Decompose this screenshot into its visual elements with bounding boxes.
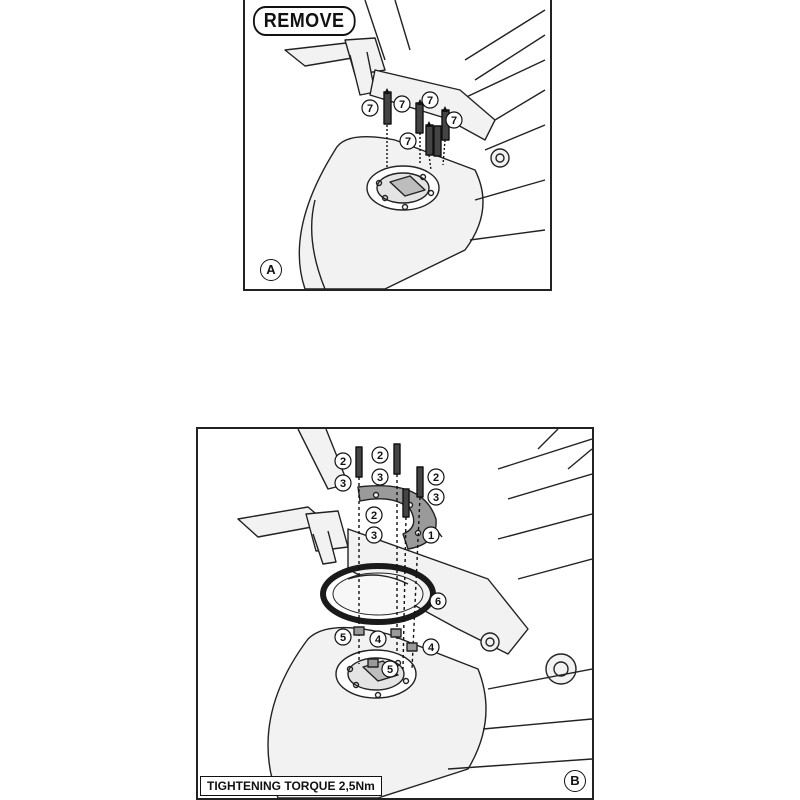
callout-7b: 7 [399, 99, 405, 111]
remove-title: REMOVE [253, 6, 356, 36]
callout-5b: 5 [387, 664, 393, 676]
panel-a-illustration: 7 7 7 7 7 [284, 0, 546, 289]
panel-a-label: A [260, 259, 282, 281]
callout-1: 1 [428, 530, 434, 542]
callout-3c: 3 [433, 492, 439, 504]
callout-7e: 7 [451, 115, 457, 127]
panel-b-illustration: 2 3 2 3 2 3 2 3 1 6 5 4 4 [237, 429, 592, 798]
callout-7c: 7 [427, 95, 433, 107]
callout-group-a: 7 7 7 7 7 [361, 91, 463, 150]
panel-b-label: B [564, 770, 586, 792]
callout-6: 6 [435, 596, 441, 608]
callout-7a: 7 [367, 103, 373, 115]
callout-2c: 2 [433, 472, 439, 484]
callout-3a: 3 [340, 478, 346, 490]
callout-2a: 2 [340, 456, 346, 468]
callout-3d: 3 [371, 530, 377, 542]
panel-b-install: 2 3 2 3 2 3 2 3 1 6 5 4 4 [196, 427, 594, 800]
callout-4a: 4 [375, 634, 382, 646]
callout-7d: 7 [405, 136, 411, 148]
torque-note: TIGHTENING TORQUE 2,5Nm [200, 776, 382, 796]
callout-5a: 5 [340, 632, 346, 644]
panel-a-remove: 7 7 7 7 7 REMOVE A [243, 0, 552, 291]
callout-2b: 2 [377, 450, 383, 462]
callout-4b: 4 [428, 642, 435, 654]
callout-3b: 3 [377, 472, 383, 484]
callout-2d: 2 [371, 510, 377, 522]
callout-group-b: 2 3 2 3 2 3 2 3 1 6 5 4 4 [334, 446, 447, 678]
